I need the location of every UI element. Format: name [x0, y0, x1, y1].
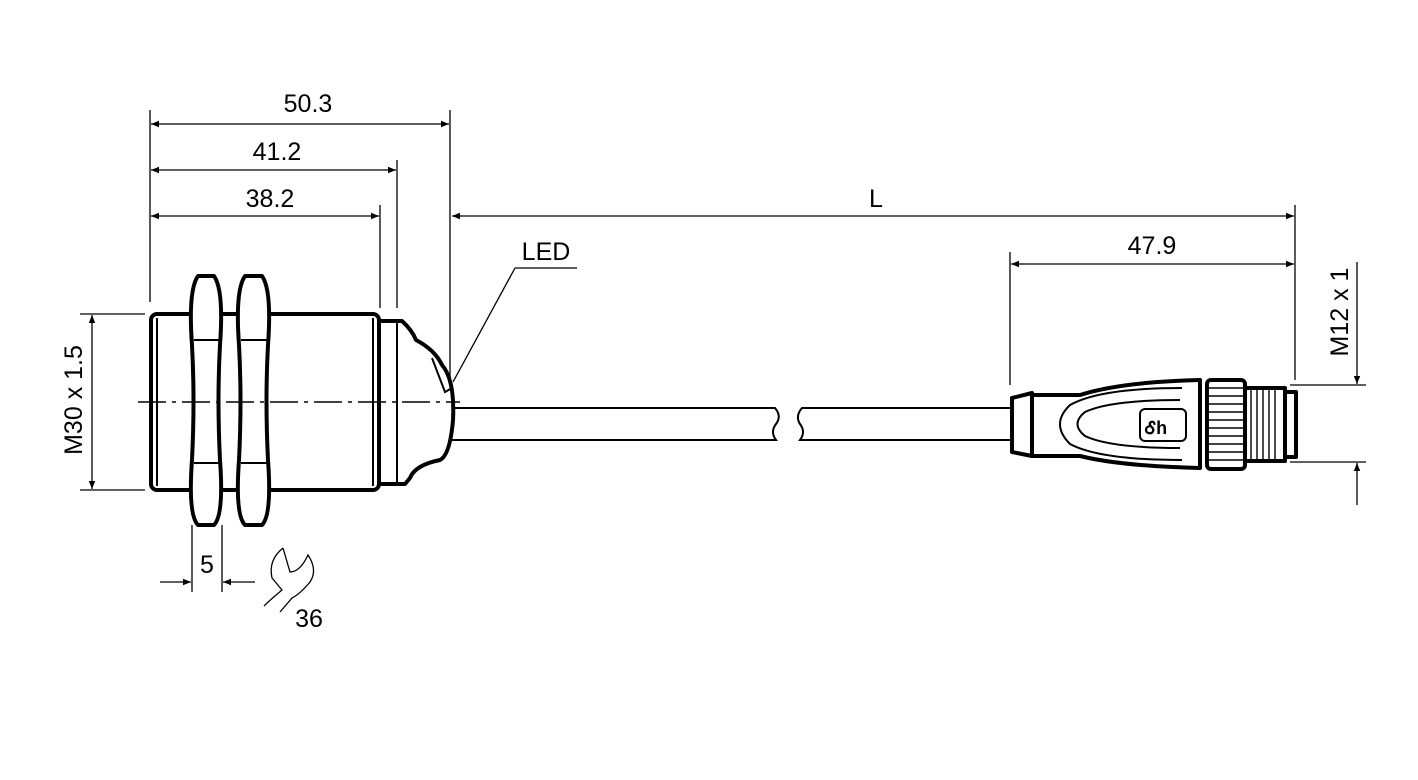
- sensor-body: [138, 274, 460, 527]
- dim-wrench-size: 36: [295, 605, 323, 633]
- led-callout: [452, 267, 577, 383]
- led-label: LED: [522, 238, 571, 266]
- m12-connector: Ꮄh: [1010, 378, 1298, 471]
- wrench-icon: [263, 547, 315, 613]
- dim-overall-length: 50.3: [284, 90, 333, 118]
- dim-nut-thickness: 5: [200, 551, 214, 579]
- dimension-lines: [88, 120, 1361, 586]
- coupling-nut: [1205, 378, 1247, 471]
- dim-length-to-cap: 41.2: [253, 138, 302, 166]
- brand-logo: [1139, 408, 1187, 442]
- cable: [452, 407, 1010, 441]
- nut-2: [235, 274, 272, 527]
- dim-sensor-thread: M30 x 1.5: [60, 345, 88, 455]
- nut-1: [188, 274, 224, 527]
- dim-thread-length: 38.2: [246, 185, 295, 213]
- svg-text:Ꮄh: Ꮄh: [1144, 418, 1167, 438]
- extension-lines: [80, 110, 1366, 592]
- dim-cable-length: L: [869, 185, 883, 213]
- dim-connector-length: 47.9: [1128, 232, 1177, 260]
- dim-connector-thread: M12 x 1: [1326, 268, 1354, 357]
